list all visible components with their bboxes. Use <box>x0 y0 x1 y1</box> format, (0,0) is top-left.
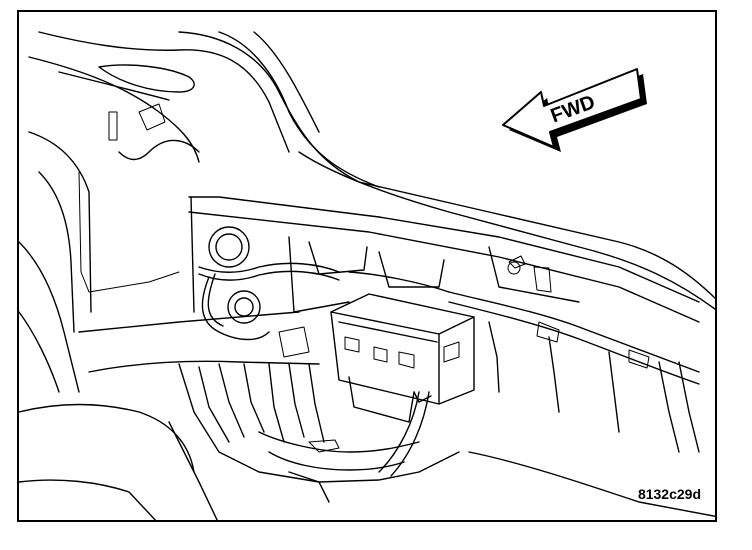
trunk-opening-edge <box>178 31 715 310</box>
left-quarter-panel <box>19 31 290 393</box>
fuse-box <box>330 293 475 423</box>
grommets <box>208 226 521 324</box>
rear-panel <box>188 196 700 453</box>
diagram-frame: FWD 8132c29d <box>17 10 717 522</box>
trunk-illustration: FWD <box>19 31 715 520</box>
figure-id: 8132c29d <box>637 486 701 502</box>
wiring-harness <box>198 262 450 477</box>
fwd-arrow-icon: FWD <box>502 68 647 152</box>
trunk-floor <box>19 311 715 520</box>
